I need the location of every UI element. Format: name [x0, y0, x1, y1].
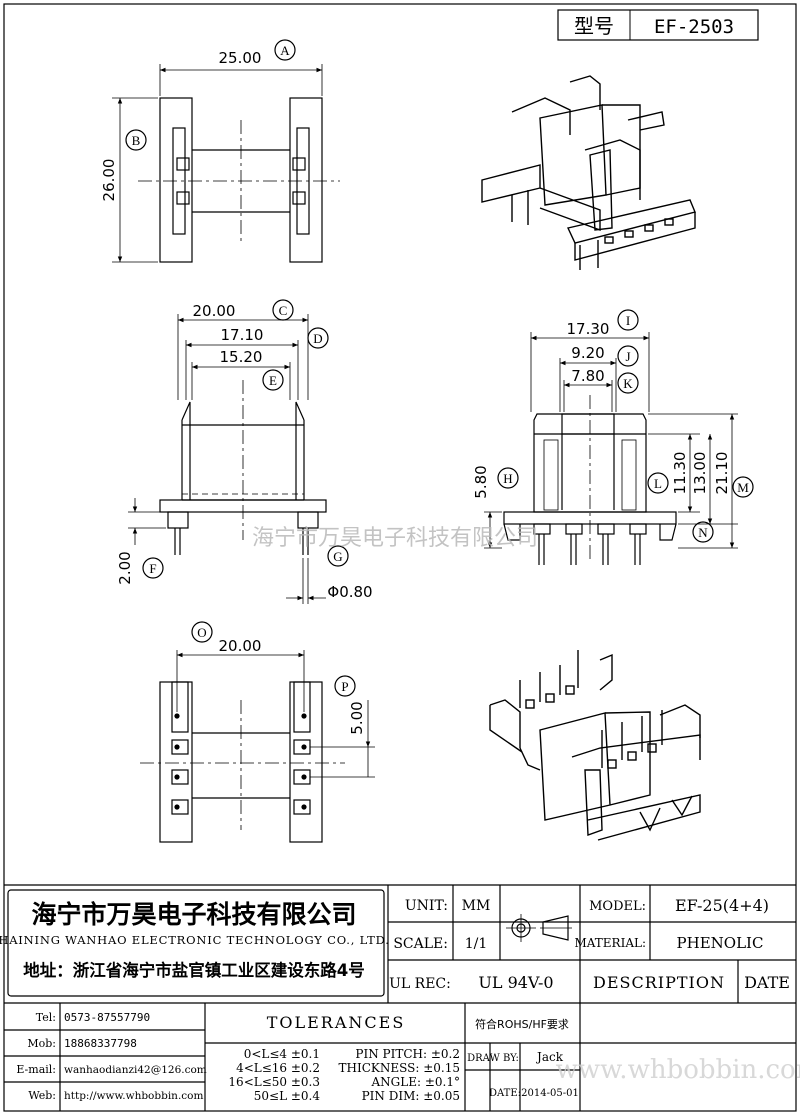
scale-value: 1/1: [465, 936, 488, 952]
label-l: L: [654, 476, 662, 491]
dim-c-value: 20.00: [193, 302, 236, 320]
length-tolerances: 0<L≤4 ±0.1 4<L≤16 ±0.2 16<L≤50 ±0.3 50≤L…: [228, 1047, 320, 1103]
other-tolerances: PIN PITCH: ±0.2 THICKNESS: ±0.15 ANGLE: …: [339, 1047, 460, 1103]
contact-value: 0573-87557790: [64, 1011, 150, 1024]
label-a: A: [280, 43, 290, 58]
label-p: P: [341, 679, 348, 694]
dim-a-value: 25.00: [219, 49, 262, 67]
company-name-en: HAINING WANHAO ELECTRONIC TECHNOLOGY CO.…: [0, 933, 390, 947]
ul-value: UL 94V-0: [478, 973, 553, 992]
dim-f-value: 2.00: [116, 551, 134, 584]
label-f: F: [149, 561, 156, 576]
model-label: MODEL:: [589, 899, 646, 914]
bottom-view: [140, 621, 375, 843]
dim-13-value: 13.00: [691, 452, 709, 495]
dim-k-value: 7.80: [571, 367, 604, 385]
tolerance-row: 4<L≤16 ±0.2: [236, 1061, 320, 1075]
dim-d-value: 17.10: [221, 326, 264, 344]
label-b: B: [132, 133, 141, 148]
material-value: PHENOLIC: [677, 934, 764, 952]
dim-h-value: 5.80: [472, 465, 490, 498]
company-name-cn: 海宁市万昊电子科技有限公司: [31, 900, 356, 929]
rohs-note: 符合ROHS/HF要求: [475, 1017, 569, 1031]
sheet-border: [3, 3, 797, 1112]
side-view: [484, 309, 754, 565]
watermark: 海宁市万昊电子科技有限公司: [252, 526, 538, 551]
company-address: 地址：浙江省海宁市盐官镇工业区建设东路4号: [23, 960, 364, 980]
description-label: DESCRIPTION: [593, 973, 725, 992]
tolerance-row: 16<L≤50 ±0.3: [228, 1075, 320, 1089]
label-n: N: [698, 525, 708, 540]
dim-b-value: 26.00: [100, 159, 118, 202]
contact-table: Tel: 0573-87557790 Mob: 18868337798 E-ma…: [16, 1011, 206, 1102]
label-c: C: [279, 303, 288, 318]
unit-label: UNIT:: [405, 898, 448, 914]
contact-value: 18868337798: [64, 1037, 137, 1050]
tolerance-row: ANGLE: ±0.1°: [371, 1075, 460, 1089]
date-field-label: DATE:: [489, 1088, 521, 1099]
dim-j-value: 9.20: [571, 344, 604, 362]
model-box-value: EF-2503: [654, 16, 734, 38]
drawn-by-label: DRAW BY:: [467, 1053, 519, 1064]
isometric-view-top: [481, 75, 696, 270]
dim-m-value: 21.10: [713, 452, 731, 495]
label-m: M: [737, 480, 749, 495]
dim-l-value: 11.30: [671, 452, 689, 495]
contact-label: Mob:: [27, 1037, 56, 1050]
drawn-by-value: Jack: [535, 1050, 564, 1064]
ul-label: UL REC:: [389, 976, 451, 992]
label-e: E: [269, 373, 277, 388]
dim-i-value: 17.30: [567, 320, 610, 338]
model-box: 型号 EF-2503: [557, 9, 759, 41]
label-d: D: [313, 331, 322, 346]
contact-value: http://www.whbobbin.com: [64, 1090, 203, 1102]
dim-p-value: 5.00: [348, 701, 366, 734]
label-k: K: [623, 376, 633, 391]
tolerance-row: 50≤L ±0.4: [254, 1089, 321, 1103]
dim-o-value: 20.00: [219, 637, 262, 655]
isometric-view-bottom: [489, 650, 701, 841]
date-field-value: 2014-05-01: [521, 1088, 579, 1099]
tolerance-row: 0<L≤4 ±0.1: [244, 1047, 320, 1061]
top-view: [112, 39, 340, 263]
tolerances-title: TOLERANCES: [267, 1013, 406, 1032]
tolerance-row: PIN PITCH: ±0.2: [355, 1047, 460, 1061]
unit-value: MM: [462, 898, 491, 914]
contact-label: Tel:: [36, 1011, 56, 1024]
label-i: I: [626, 313, 630, 328]
contact-value: wanhaodianzi42@126.com: [64, 1064, 207, 1076]
label-o: O: [197, 625, 206, 640]
tolerance-row: PIN DIM: ±0.05: [362, 1089, 460, 1103]
model-value: EF-25(4+4): [675, 896, 769, 915]
label-g: G: [333, 549, 342, 564]
title-block: [4, 884, 796, 1111]
dim-g-value: Φ0.80: [327, 583, 372, 601]
site-watermark: www.whbobbin.com: [556, 1055, 800, 1085]
dim-e-value: 15.20: [220, 348, 263, 366]
scale-label: SCALE:: [393, 936, 448, 952]
tolerance-row: THICKNESS: ±0.15: [339, 1061, 460, 1075]
material-label: MATERIAL:: [574, 936, 646, 950]
label-h: H: [503, 471, 512, 486]
contact-label: Web:: [28, 1089, 56, 1102]
front-view: [128, 299, 349, 604]
label-j: J: [625, 349, 630, 364]
contact-label: E-mail:: [16, 1063, 56, 1076]
model-box-label: 型号: [574, 14, 614, 38]
date-header: DATE: [744, 973, 790, 992]
